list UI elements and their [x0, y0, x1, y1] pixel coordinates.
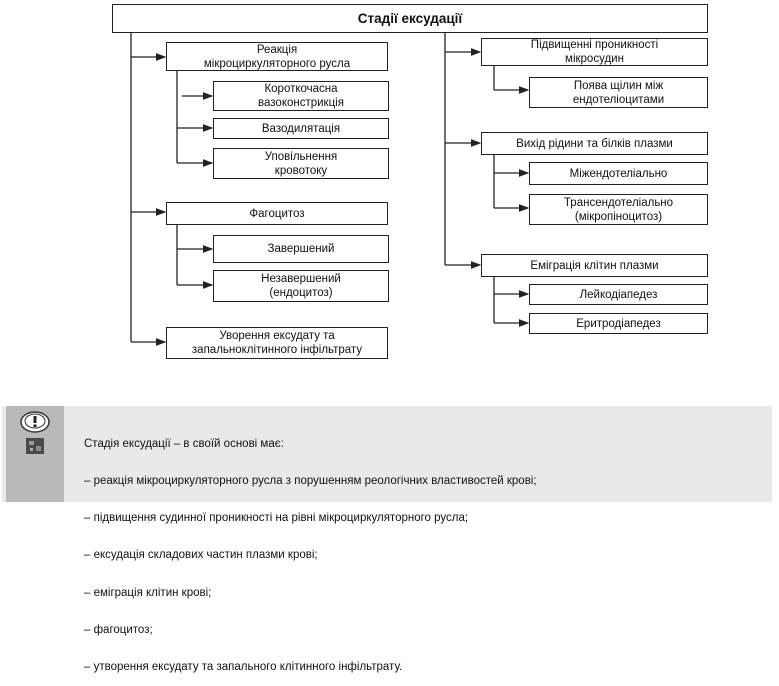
node-exudate-formation: Уворення ексудату та запальноклітинного …	[166, 327, 388, 359]
node-cell-emigration: Еміграція клітин плазми	[481, 254, 708, 277]
stamp-icon	[26, 438, 44, 454]
note-panel	[2, 406, 772, 502]
node-interendothelial: Міжендотеліально	[529, 162, 708, 185]
note-item: – ексудація складових частин плазми кров…	[84, 549, 318, 562]
note-item: – утворення ексудату та запального кліти…	[84, 661, 403, 674]
node-endothelial-gaps: Поява щілин між ендотеліоцитами	[529, 77, 708, 108]
note-item: – підвищення судинної проникності на рів…	[84, 512, 469, 525]
note-item: – еміграція клітин крові;	[84, 586, 212, 599]
node-phagocytosis: Фагоцитоз	[166, 202, 388, 225]
note-intro: Стадія ексудації – в своїй основі має:	[84, 437, 284, 450]
node-permeability-increase: Підвищенні проникності мікросудин	[481, 38, 708, 66]
note-icon-column	[6, 406, 64, 502]
node-incomplete: Незавершений (ендоцитоз)	[213, 270, 389, 302]
node-leukodiapedesis: Лейкодіапедез	[529, 284, 708, 305]
node-erythrodiapedesis: Еритродіапедез	[529, 313, 708, 334]
note-text: Стадія ексудації – в своїй основі має: –…	[84, 413, 764, 686]
node-microcirculation-reaction: Реакція мікроциркуляторного русла	[166, 42, 388, 71]
diagram-title: Стадії ексудації	[112, 4, 708, 33]
node-vasodilation: Вазодилятація	[213, 118, 389, 139]
exclamation-icon	[20, 411, 50, 433]
connector-lines	[130, 33, 530, 346]
node-fluid-protein-exit: Вихід рідини та білків плазми	[481, 132, 708, 155]
node-transendothelial: Трансендотеліально (мікропіноцитоз)	[529, 194, 708, 225]
note-item: – фагоцитоз;	[84, 623, 153, 636]
note-item: – реакція мікроциркуляторного русла з по…	[84, 475, 537, 488]
node-vasoconstriction: Короткочасна вазоконстрикція	[213, 81, 389, 111]
node-blood-flow-slowing: Уповільнення кровотоку	[213, 148, 389, 179]
node-completed: Завершений	[213, 235, 389, 263]
